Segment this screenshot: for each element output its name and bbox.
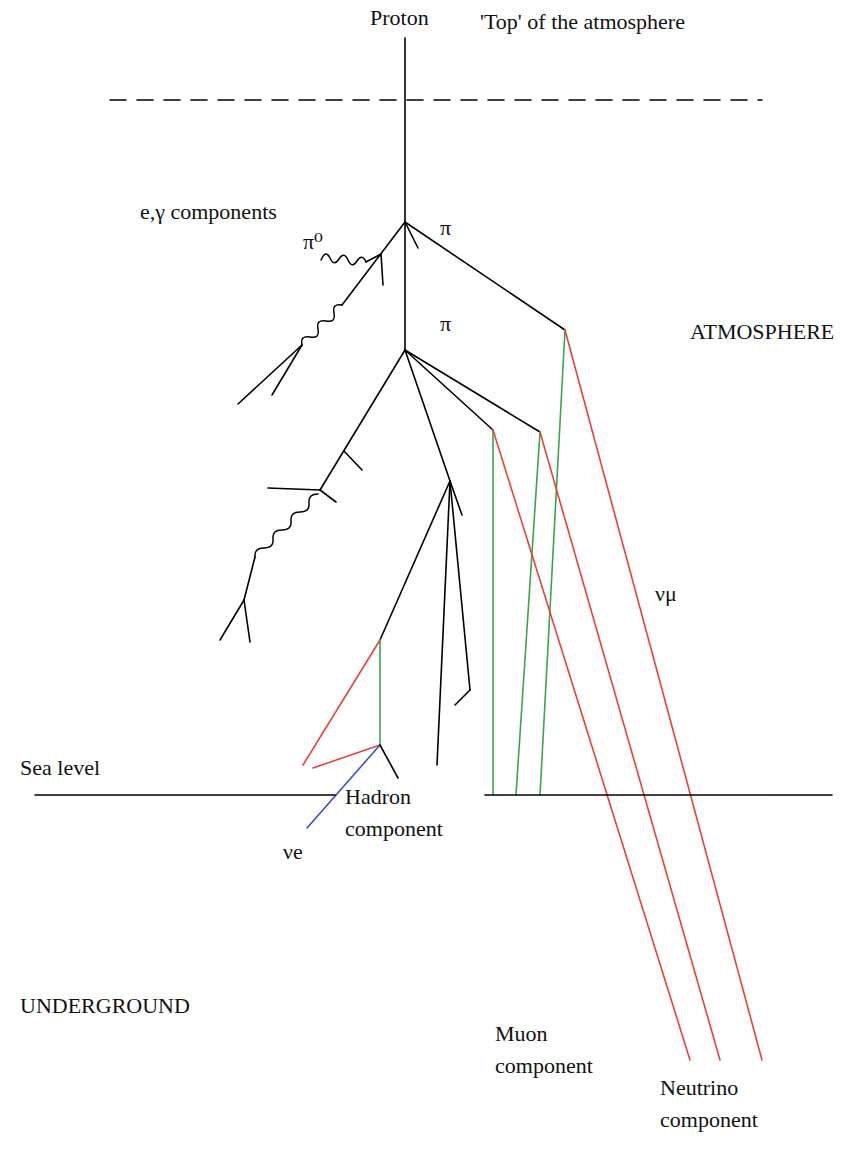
photon-squiggle	[321, 254, 366, 265]
muon-track	[540, 330, 565, 795]
pi0-track	[342, 222, 405, 305]
region-label: 'Top' of the atmosphere	[480, 6, 685, 38]
component-label: Hadron component	[345, 781, 453, 845]
neutrino-track	[303, 640, 380, 765]
secondary-tick	[344, 451, 362, 470]
secondary-tick	[405, 222, 418, 248]
pion-track	[404, 222, 406, 350]
hadron-track	[437, 481, 450, 765]
neutrino-track	[540, 432, 720, 1060]
particle-label: π	[440, 308, 451, 340]
particle-label: νμ	[655, 578, 677, 610]
photon-squiggle	[302, 305, 342, 345]
secondary-tick	[381, 254, 383, 285]
hadron-track	[405, 350, 450, 481]
proton-track	[404, 38, 406, 222]
sea-level-line	[35, 794, 335, 796]
component-label: e,γ components	[140, 196, 277, 228]
electron-track	[272, 345, 302, 395]
electron-track	[320, 490, 336, 502]
particle-label: π⁰	[303, 226, 323, 258]
muon-track	[492, 430, 494, 795]
atmosphere-top-line	[110, 99, 762, 101]
electron-track	[220, 600, 244, 640]
region-label: Sea level	[20, 752, 100, 784]
electron-track	[244, 557, 255, 600]
component-label: Muon component	[495, 1018, 605, 1082]
region-label: ATMOSPHERE	[690, 316, 834, 348]
neutrino-track	[565, 330, 762, 1060]
electron-track	[238, 345, 302, 404]
muon-track	[516, 432, 540, 795]
secondary-tick	[450, 481, 462, 515]
component-label: Neutrino component	[660, 1072, 772, 1136]
pi0-track	[320, 350, 405, 490]
muon-track	[379, 640, 381, 745]
electron-track	[244, 600, 250, 642]
electron-track	[268, 488, 320, 490]
secondary-tick	[455, 690, 470, 705]
hadron-track	[450, 481, 470, 690]
pion-track	[405, 222, 565, 330]
pion-track	[405, 350, 540, 432]
neutrino-track	[493, 430, 690, 1060]
particle-label: νe	[283, 836, 303, 868]
photon-squiggle	[255, 494, 318, 557]
hadron-track	[380, 481, 450, 640]
region-label: UNDERGROUND	[20, 990, 190, 1022]
secondary-tick	[366, 254, 381, 262]
particle-label: π	[440, 212, 451, 244]
particle-label: Proton	[370, 2, 429, 34]
sea-level-line	[485, 794, 832, 796]
electron-track	[380, 745, 398, 778]
